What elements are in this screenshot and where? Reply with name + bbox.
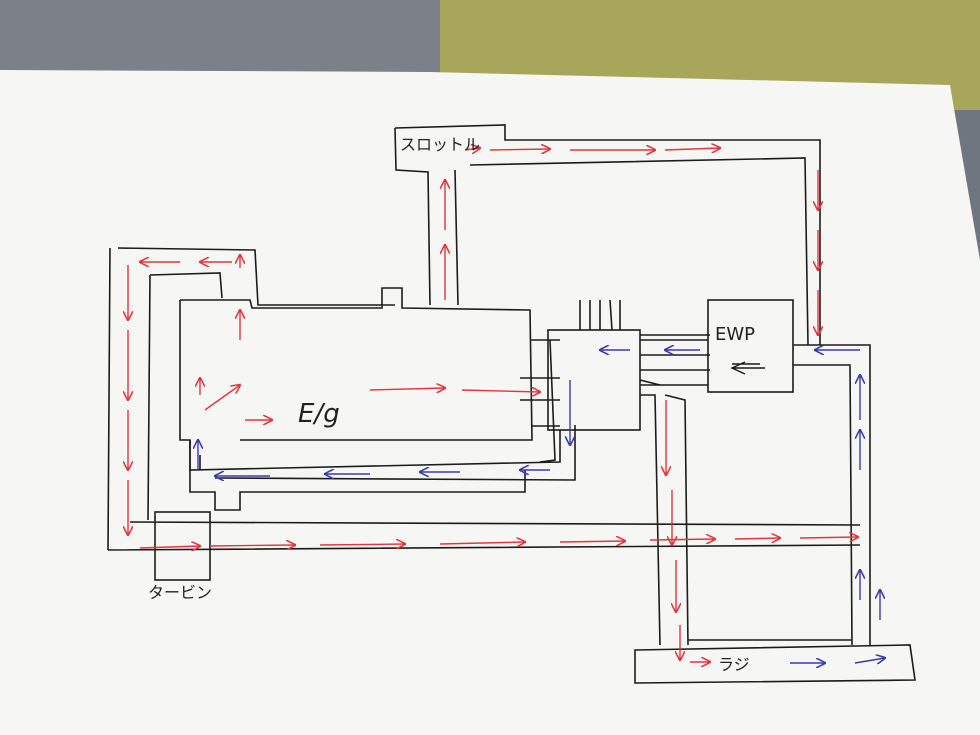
left-loop-inner-edge xyxy=(147,274,151,521)
radiator-label: ラジ xyxy=(718,655,750,674)
paper-sheet xyxy=(0,70,980,735)
left-loop-top-outline xyxy=(117,247,395,306)
red-flow-arrows xyxy=(128,148,858,662)
throttle-label: スロットル xyxy=(400,135,480,154)
blue-flow-arrows xyxy=(198,350,885,663)
turbine-label: タービン xyxy=(148,583,212,602)
ewp-arrow-icon xyxy=(730,361,765,375)
engine-label: E/g xyxy=(298,399,340,429)
left-loop-outer-edge xyxy=(107,247,111,551)
ewp-label: EWP xyxy=(715,324,755,345)
pipe-outlines xyxy=(107,124,916,684)
ewp-box xyxy=(707,299,794,393)
left-loop-inner-top xyxy=(149,272,223,299)
radiator-box xyxy=(634,644,916,684)
